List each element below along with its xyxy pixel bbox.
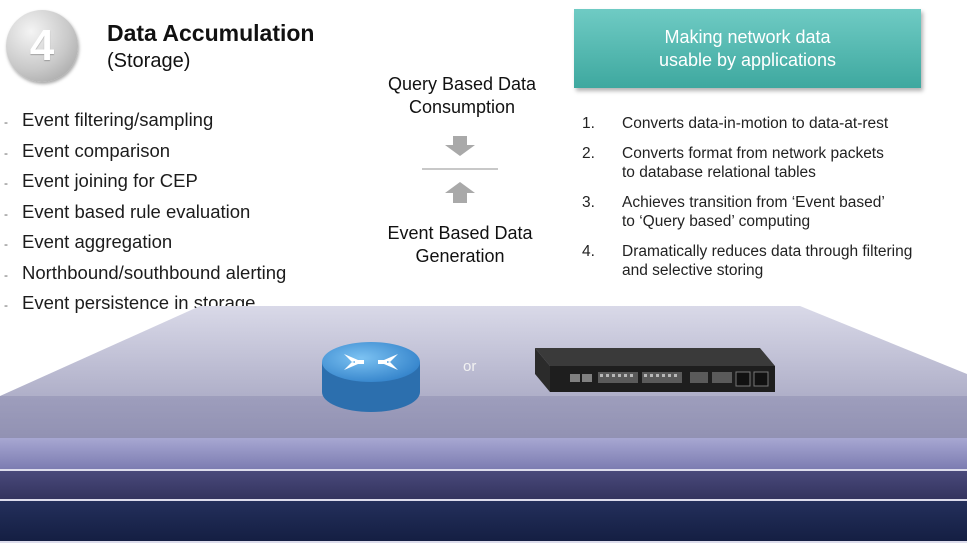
list-item: -Event based rule evaluation	[4, 198, 286, 229]
list-item: 2. Converts format from network packets …	[582, 144, 912, 182]
platform-top-plane	[0, 306, 967, 438]
list-number: 1.	[582, 115, 595, 132]
list-text: Converts data-in-motion to data-at-rest	[622, 115, 889, 132]
network-switch-icon	[535, 348, 775, 392]
numbered-list: 1. Converts data-in-motion to data-at-re…	[582, 114, 912, 280]
bullet-icon: -	[4, 298, 8, 312]
list-item-label: Event based rule evaluation	[22, 200, 251, 222]
list-item: -Event filtering/sampling	[4, 106, 286, 137]
bullet-icon: -	[4, 145, 8, 160]
layer-dark	[0, 470, 967, 500]
list-item: 1. Converts data-in-motion to data-at-re…	[582, 114, 912, 133]
list-item-label: Event joining for CEP	[22, 170, 198, 191]
list-item-label: Northbound/southbound alerting	[22, 261, 287, 283]
network-platform	[0, 306, 967, 543]
list-item: -Event joining for CEP	[4, 167, 286, 198]
list-text: Converts format from network packets to …	[622, 145, 884, 181]
list-number: 3.	[582, 194, 595, 211]
router-icon	[322, 342, 420, 412]
layer-lavender	[0, 438, 967, 470]
step-number-badge: 4	[6, 10, 78, 82]
page-subtitle: (Storage)	[107, 50, 191, 72]
callout-line-1: Making network data	[664, 26, 831, 47]
step-number: 4	[29, 21, 55, 70]
or-label: or	[463, 358, 477, 375]
up-arrow-icon	[445, 182, 475, 203]
list-number: 4.	[582, 243, 595, 260]
bullet-icon: -	[4, 115, 8, 129]
list-text: Dramatically reduces data through filter…	[622, 243, 913, 279]
list-item: -Event aggregation	[4, 228, 286, 259]
query-consumption-label: Query Based Data Consumption	[387, 74, 537, 117]
layer-navy	[0, 500, 967, 542]
bullet-icon: -	[4, 237, 8, 251]
list-item: 4. Dramatically reduces data through fil…	[582, 242, 912, 280]
list-text: Achieves transition from ‘Event based’ t…	[622, 194, 885, 230]
list-number: 2.	[582, 145, 595, 162]
list-item: 3. Achieves transition from ‘Event based…	[582, 193, 912, 231]
callout-line-2: usable by applications	[658, 49, 837, 70]
down-arrow-icon	[445, 136, 475, 156]
event-list: -Event filtering/sampling -Event compari…	[4, 106, 286, 320]
page-title: Data Accumulation	[107, 20, 315, 46]
list-item-label: Event comparison	[22, 139, 171, 161]
flow-arrows	[422, 136, 498, 203]
callout-box: Making network data usable by applicatio…	[574, 9, 921, 88]
bullet-icon: -	[4, 206, 8, 221]
list-item-label: Event aggregation	[22, 231, 173, 252]
list-item-label: Event filtering/sampling	[22, 109, 214, 130]
bullet-icon: -	[4, 176, 8, 190]
event-generation-label: Event Based Data Generation	[387, 223, 533, 266]
bullet-icon: -	[4, 267, 8, 282]
list-item: -Event comparison	[4, 137, 286, 168]
list-item: -Northbound/southbound alerting	[4, 259, 286, 290]
